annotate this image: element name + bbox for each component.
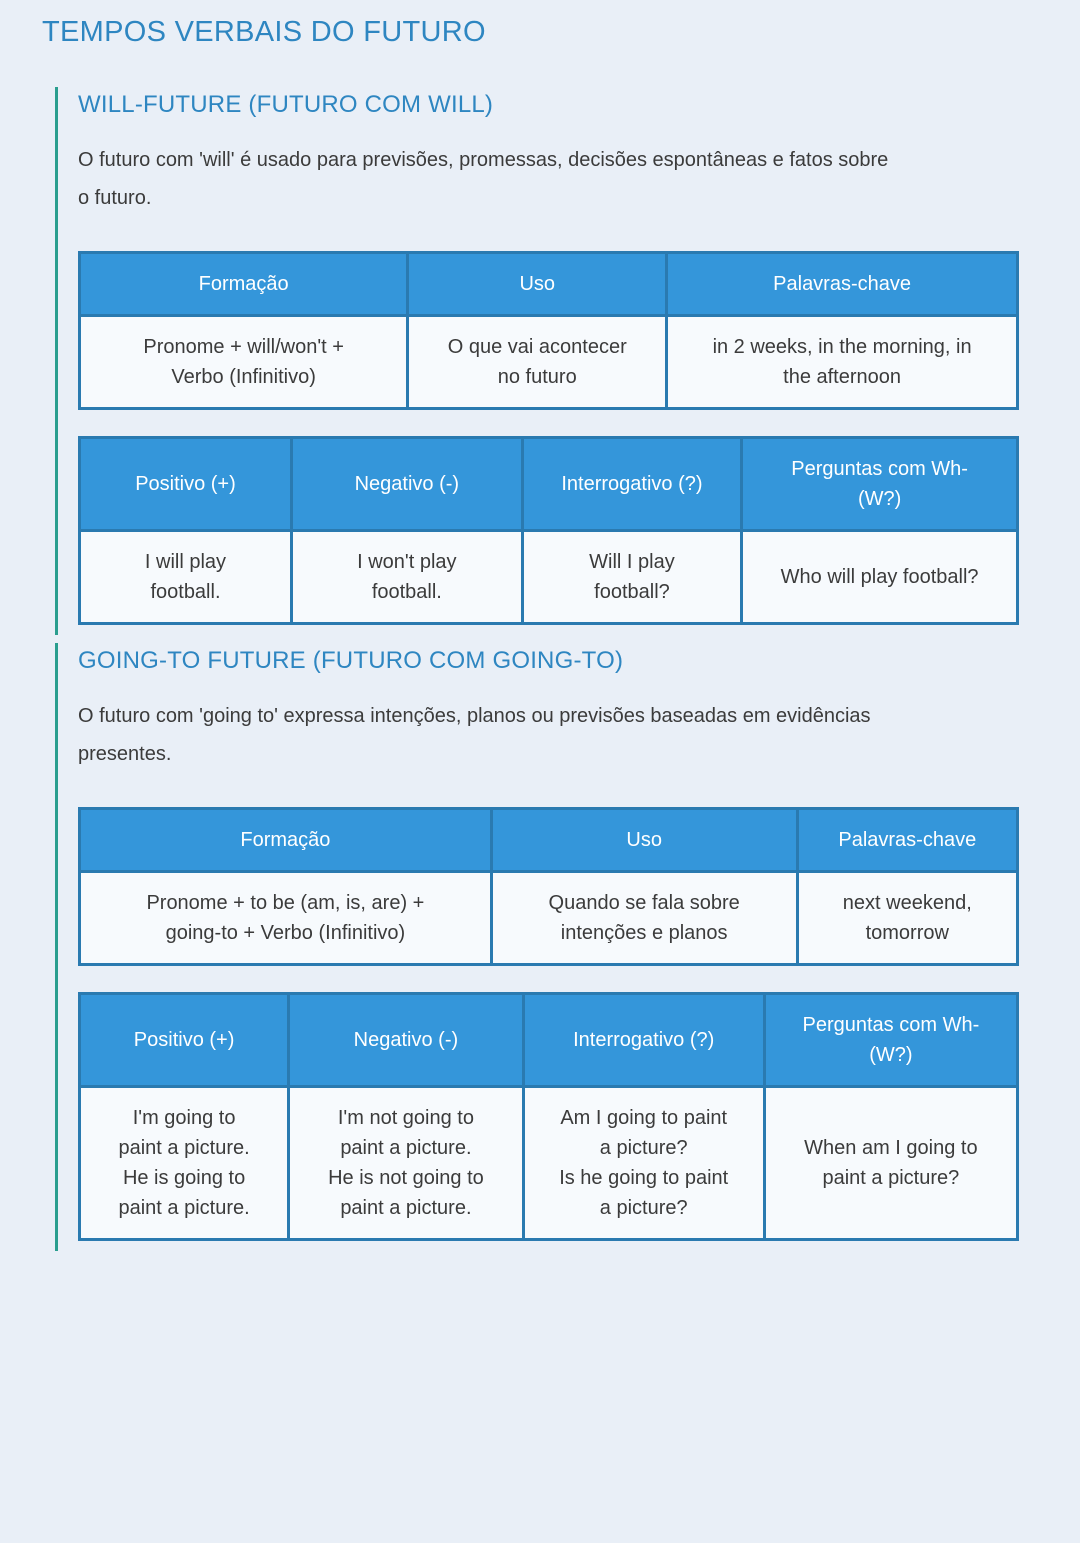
header-cell-interrogativo: Interrogativo (?)	[521, 992, 766, 1088]
cell-uso: O que vai acontecer no futuro	[406, 314, 669, 410]
header-cell-interrogativo: Interrogativo (?)	[520, 436, 744, 532]
header-cell-uso: Uso	[489, 807, 799, 873]
section-will-future-description: O futuro com 'will' é usado para previsõ…	[78, 149, 889, 209]
table-header-row: Formação Uso Palavras-chave	[77, 251, 1019, 317]
cell-formacao: Pronome + will/won't + Verbo (Infinitivo…	[77, 314, 410, 410]
header-cell-negativo: Negativo (-)	[287, 992, 525, 1088]
cell-positivo: I'm going to paint a picture. He is goin…	[77, 1085, 291, 1241]
page-title: TEMPOS VERBAIS DO FUTURO	[42, 16, 486, 48]
going-to-forms-table: Positivo (+) Negativo (-) Interrogativo …	[77, 992, 1020, 1241]
header-cell-perguntas-wh: Perguntas com Wh- (W?)	[762, 992, 1020, 1088]
header-cell-palavras-chave: Palavras-chave	[795, 807, 1020, 873]
will-forms-table: Positivo (+) Negativo (-) Interrogativo …	[78, 436, 1019, 625]
table-row: Pronome + to be (am, is, are) + going-to…	[78, 870, 1020, 966]
cell-palavras-chave: in 2 weeks, in the morning, in the after…	[665, 314, 1019, 410]
table-header-row: Formação Uso Palavras-chave	[78, 807, 1020, 873]
section-going-to-future: GOING-TO FUTURE (FUTURO COM GOING-TO) O …	[55, 643, 1020, 1251]
section-going-to-future-heading: GOING-TO FUTURE (FUTURO COM GOING-TO)	[78, 647, 624, 674]
header-cell-uso: Uso	[406, 251, 669, 317]
section-will-future: WILL-FUTURE (FUTURO COM WILL) O futuro c…	[55, 87, 1020, 635]
header-cell-perguntas-wh: Perguntas com Wh- (W?)	[740, 436, 1019, 532]
table-row: I will play football. I won't play footb…	[78, 529, 1019, 625]
cell-formacao: Pronome + to be (am, is, are) + going-to…	[78, 870, 493, 966]
cell-uso: Quando se fala sobre intenções e planos	[489, 870, 799, 966]
table-header-row: Positivo (+) Negativo (-) Interrogativo …	[78, 436, 1019, 532]
header-cell-negativo: Negativo (-)	[289, 436, 524, 532]
section-will-future-heading: WILL-FUTURE (FUTURO COM WILL)	[78, 91, 494, 118]
cell-interrogativo: Will I play football?	[520, 529, 744, 625]
table-row: Pronome + will/won't + Verbo (Infinitivo…	[77, 314, 1019, 410]
header-cell-positivo: Positivo (+)	[77, 992, 291, 1088]
table-header-row: Positivo (+) Negativo (-) Interrogativo …	[77, 992, 1020, 1088]
cell-negativo: I won't play football.	[289, 529, 524, 625]
header-cell-positivo: Positivo (+)	[78, 436, 293, 532]
will-formation-table: Formação Uso Palavras-chave Pronome + wi…	[77, 251, 1019, 410]
header-cell-formacao: Formação	[78, 807, 493, 873]
cell-perguntas-wh: When am I going to paint a picture?	[762, 1085, 1020, 1241]
going-to-formation-table: Formação Uso Palavras-chave Pronome + to…	[78, 807, 1020, 966]
table-row: I'm going to paint a picture. He is goin…	[77, 1085, 1020, 1241]
cell-interrogativo: Am I going to paint a picture? Is he goi…	[521, 1085, 766, 1241]
cell-negativo: I'm not going to paint a picture. He is …	[287, 1085, 525, 1241]
cell-positivo: I will play football.	[78, 529, 293, 625]
section-going-to-future-description: O futuro com 'going to' expressa intençõ…	[78, 705, 871, 765]
header-cell-formacao: Formação	[77, 251, 410, 317]
header-cell-palavras-chave: Palavras-chave	[665, 251, 1019, 317]
cell-palavras-chave: next weekend, tomorrow	[795, 870, 1020, 966]
cell-perguntas-wh: Who will play football?	[740, 529, 1019, 625]
